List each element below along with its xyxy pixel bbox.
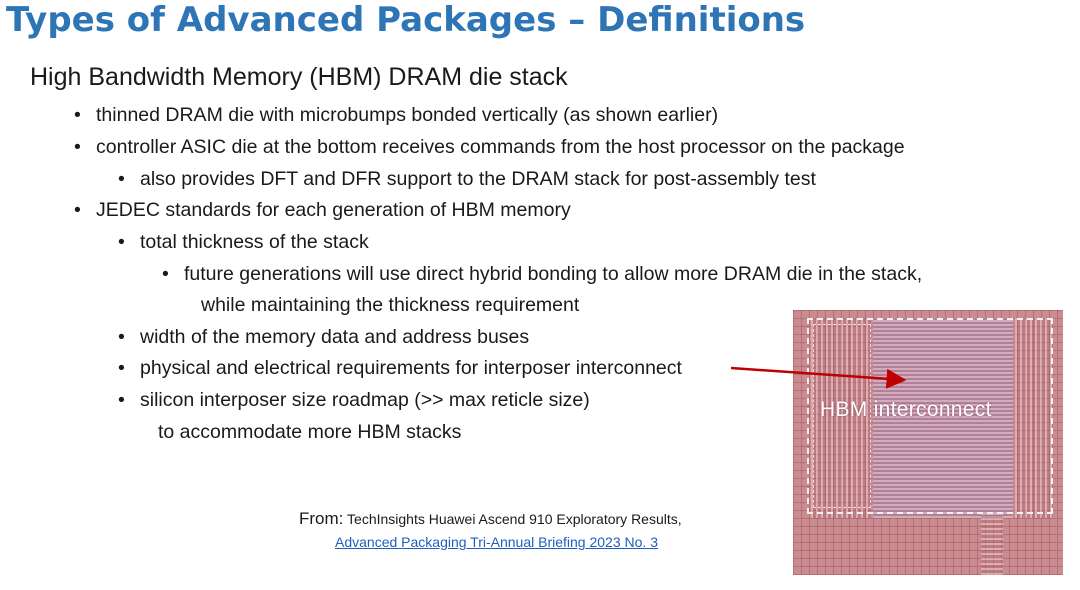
bullet-text: controller ASIC die at the bottom receiv… [96,136,905,158]
source-link[interactable]: Advanced Packaging Tri-Annual Briefing 2… [335,534,658,550]
source-text: TechInsights Huawei Ascend 910 Explorato… [343,511,682,527]
bullet-dot: • [118,389,125,411]
bullet-text: thinned DRAM die with microbumps bonded … [96,104,719,126]
bullet-dot: • [118,168,125,190]
bullet-text: also provides DFT and DFR support to the… [140,168,816,190]
bullet-text: width of the memory data and address bus… [140,326,530,348]
section-heading: High Bandwidth Memory (HBM) DRAM die sta… [30,63,568,91]
source-citation: From: TechInsights Huawei Ascend 910 Exp… [299,509,682,529]
bullet-text: silicon interposer size roadmap (>> max … [140,389,590,411]
micrograph-label: HBM interconnect [820,398,992,421]
bullet-dot: • [74,199,81,221]
micrograph-dashed-outline [807,318,1053,514]
micrograph-left-lanes [811,318,871,518]
bullet-text: total thickness of the stack [140,231,369,253]
slide-title: Types of Advanced Packages – Definitions [6,0,806,40]
bullet-continuation: to accommodate more HBM stacks [158,421,462,443]
bullet-text: physical and electrical requirements for… [140,357,682,379]
micrograph-interconnect-lanes [873,318,1013,518]
hbm-micrograph-image: HBM interconnect [793,310,1063,575]
micrograph-stem [981,514,1003,575]
bullet-dot: • [118,231,125,253]
bullet-text: JEDEC standards for each generation of H… [96,199,571,221]
micrograph-right-lanes [1015,318,1053,518]
bullet-dot: • [74,136,81,158]
source-from-label: From: [299,509,344,528]
bullet-dot: • [118,357,125,379]
micrograph-inner-outline [813,324,871,508]
bullet-dot: • [162,263,169,285]
bullet-text: future generations will use direct hybri… [184,263,923,285]
bullet-dot: • [74,104,81,126]
bullet-continuation: while maintaining the thickness requirem… [201,294,580,316]
bullet-dot: • [118,326,125,348]
